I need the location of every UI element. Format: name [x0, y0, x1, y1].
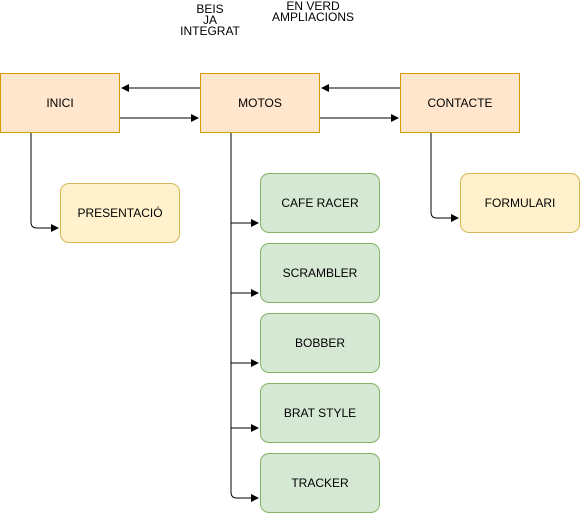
node-scrambler[interactable]: SCRAMBLER: [260, 243, 380, 303]
node-cafe-racer-label: CAFE RACER: [281, 196, 359, 210]
node-scrambler-label: SCRAMBLER: [282, 266, 358, 280]
note-integrated-line-3: INTEGRAT: [180, 24, 240, 38]
node-brat-style-label: BRAT STYLE: [283, 406, 357, 420]
node-inici[interactable]: INICI: [0, 73, 120, 133]
node-contacte-label: CONTACTE: [427, 96, 493, 110]
node-formulari-label: FORMULARI: [484, 196, 556, 210]
node-presentacio[interactable]: PRESENTACIÓ: [60, 183, 180, 243]
note-integrated-line-1: BEIS: [196, 2, 224, 16]
edge-contacte-to-formulari: [430, 133, 459, 222]
node-bobber-label: BOBBER: [294, 336, 345, 350]
node-presentacio-label: PRESENTACIÓ: [77, 206, 163, 220]
node-brat-style[interactable]: BRAT STYLE: [260, 383, 380, 443]
note-extensions-line-2: AMPLIACIONS: [271, 10, 355, 24]
note-integrated: BEIS JA INTEGRAT: [170, 2, 250, 38]
node-bobber[interactable]: BOBBER: [260, 313, 380, 373]
edge-motos-trunk: [230, 133, 259, 502]
edge-inici-to-presentacio: [30, 133, 59, 232]
node-formulari[interactable]: FORMULARI: [460, 173, 580, 233]
note-integrated-line-2: JA: [202, 13, 217, 27]
node-motos-label: MOTOS: [238, 96, 282, 110]
node-tracker-label: TRACKER: [291, 476, 349, 490]
node-cafe-racer[interactable]: CAFE RACER: [260, 173, 380, 233]
node-contacte[interactable]: CONTACTE: [400, 73, 520, 133]
note-extensions: EN VERD AMPLIACIONS: [263, 0, 363, 24]
node-motos[interactable]: MOTOS: [200, 73, 320, 133]
node-inici-label: INICI: [46, 96, 74, 110]
node-tracker[interactable]: TRACKER: [260, 453, 380, 513]
note-extensions-line-1: EN VERD: [286, 0, 340, 13]
